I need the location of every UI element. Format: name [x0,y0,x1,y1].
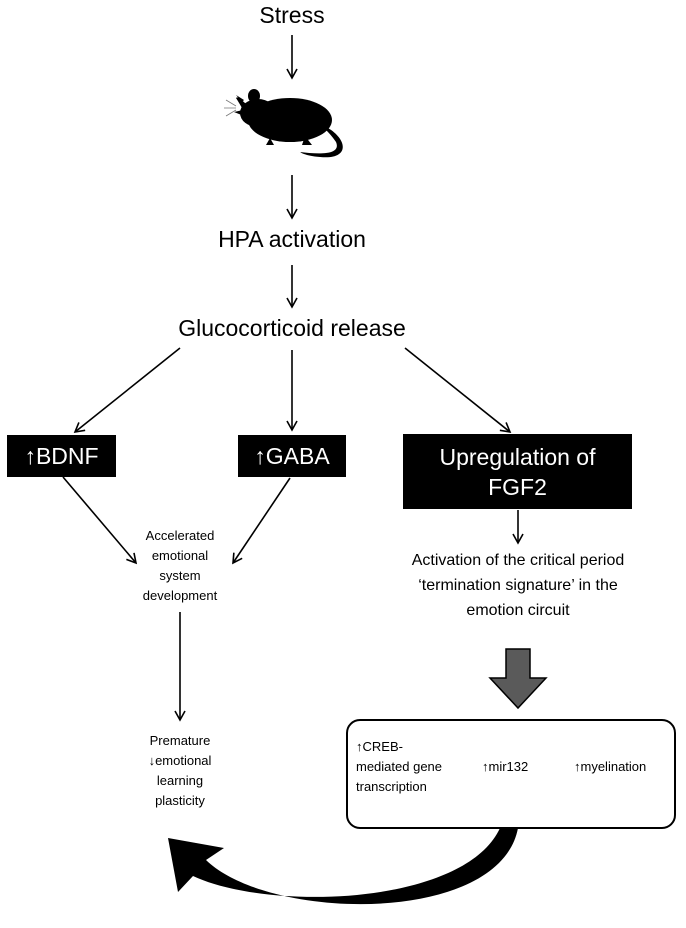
accelerated-line: Accelerated [145,528,215,543]
creb-line: ↑CREB- [356,739,403,754]
rat-silhouette-icon [224,89,343,158]
premature-plasticity-text: Premature ↓emotional learning plasticity [120,731,240,811]
fgf2-label-line1: Upregulation of [439,443,596,470]
creb-line: mediated gene [356,759,443,774]
creb-text: ↑CREB- mediated gene transcription [356,737,468,797]
arrow-bdnf-to-accelerated [62,476,138,565]
accelerated-line: development [142,588,218,603]
bdnf-label: ↑BDNF [24,442,99,469]
premature-line: plasticity [155,793,205,808]
molecular-effects-box [346,719,676,829]
premature-line: learning [156,773,204,788]
gaba-label: ↑GABA [254,442,330,469]
hpa-activation-label: HPA activation [218,226,366,252]
activation-line: emotion circuit [466,602,570,619]
accelerated-line: system [159,568,201,583]
fgf2-box: Upregulation of FGF2 [403,434,632,509]
myelination-label: ↑myelination [574,759,647,774]
fgf2-label-line2: FGF2 [488,473,547,500]
creb-line: transcription [356,779,427,794]
termination-signature-text: Activation of the critical period ‘termi… [383,548,653,623]
glucocorticoid-release-label: Glucocorticoid release [178,315,406,341]
premature-line: ↓emotional [148,753,212,768]
activation-line: ‘termination signature’ in the [418,577,618,594]
arrow-glucocorticoid-to-bdnf [73,347,181,434]
activation-line: Activation of the critical period [411,552,625,569]
accelerated-line: emotional [151,548,209,563]
bdnf-box: ↑BDNF [7,435,116,477]
mir132-label: ↑mir132 [482,759,529,774]
accelerated-development-text: Accelerated emotional system development [120,526,240,606]
down-block-arrow-icon [488,648,548,710]
premature-line: Premature [149,733,211,748]
arrow-gaba-to-accelerated [232,477,291,565]
curved-feedback-arrow-icon [168,828,518,905]
stress-label: Stress [259,2,325,28]
gaba-box: ↑GABA [238,435,346,477]
arrow-glucocorticoid-to-fgf2 [404,347,512,434]
